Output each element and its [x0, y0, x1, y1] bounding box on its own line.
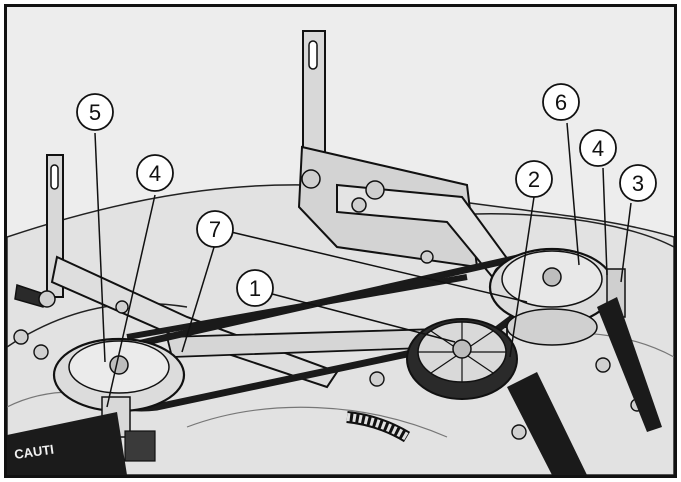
svg-text:4: 4 [149, 161, 161, 186]
svg-text:1: 1 [249, 276, 261, 301]
bolt [38, 290, 56, 308]
caution-decal [7, 412, 127, 475]
callout-3: 3 [619, 164, 657, 202]
svg-text:6: 6 [555, 90, 567, 115]
svg-text:2: 2 [528, 167, 540, 192]
callout-4-right: 4 [579, 129, 617, 167]
spindle-nut [109, 355, 129, 375]
bolt [301, 169, 321, 189]
illustration-frame: CAUTI 5 4 7 1 2 6 4 3 [4, 4, 677, 478]
callout-7: 7 [196, 210, 234, 248]
idler-nut [452, 339, 472, 359]
callout-5: 5 [76, 93, 114, 131]
svg-text:3: 3 [632, 171, 644, 196]
bracket-slot [50, 164, 59, 190]
belt-span-upper [126, 274, 468, 340]
callout-2: 2 [515, 160, 553, 198]
deck-rim-left [7, 302, 188, 348]
bolt [365, 180, 385, 200]
spindle-nut [542, 267, 562, 287]
svg-text:5: 5 [89, 100, 101, 125]
bracket-slot [308, 40, 318, 70]
callout-4-left: 4 [136, 154, 174, 192]
tension-spring [346, 411, 411, 443]
support-rod [597, 297, 662, 432]
bolt [351, 197, 367, 213]
svg-text:7: 7 [209, 217, 221, 242]
caution-decal-text: CAUTI [13, 442, 54, 462]
deck-bolts [13, 250, 644, 440]
spindle-housing [506, 308, 598, 346]
mower-deck-belt-diagram: CAUTI 5 4 7 1 2 6 4 3 [7, 7, 674, 475]
svg-text:4: 4 [592, 136, 604, 161]
drive-rod [507, 372, 587, 475]
leader-lines [94, 122, 632, 408]
decal-hazard-icon [124, 430, 156, 462]
callout-6: 6 [542, 83, 580, 121]
deck-contour [186, 406, 448, 438]
callout-1: 1 [236, 269, 274, 307]
